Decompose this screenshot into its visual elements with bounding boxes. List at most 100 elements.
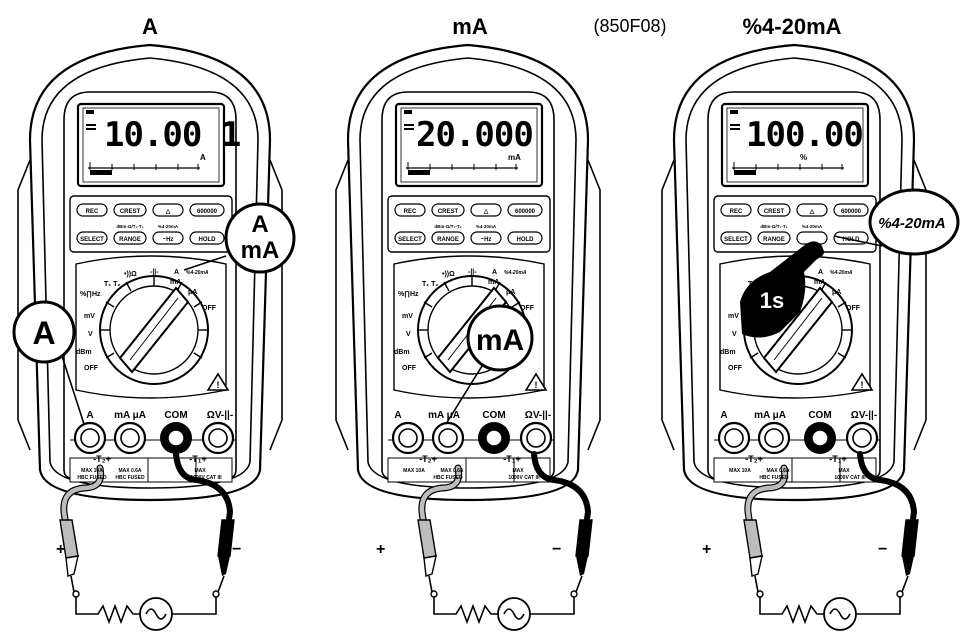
label-max-a: MAX 10A: [81, 468, 103, 474]
hold-button[interactable]: HOLD: [517, 237, 535, 243]
crest-button[interactable]: CREST: [438, 209, 459, 215]
dial-mv: mV: [84, 313, 95, 320]
callout-a-ma: A mA: [183, 202, 296, 274]
dial-v: V: [88, 331, 93, 338]
dial-cap: -||-: [468, 269, 477, 276]
callout-ma-text: mA: [476, 324, 524, 357]
select-button[interactable]: SELECT: [724, 237, 748, 243]
dial-off-right: OFF: [202, 305, 217, 312]
hold-button[interactable]: HOLD: [199, 237, 217, 243]
dial-ma: mA: [488, 279, 499, 286]
small-label-dbm: dBm-Ω/T₁-T₂: [116, 224, 143, 229]
lcd-reading-ma: 20.000: [416, 115, 533, 155]
rec-button[interactable]: REC: [404, 209, 417, 215]
range-button[interactable]: RANGE: [437, 237, 459, 243]
title-pct: %4-20mA: [742, 14, 842, 39]
label-max-com: MAX: [194, 468, 206, 474]
label-cat: 1000V CAT III: [190, 475, 222, 481]
press-duration-label: 1s: [760, 288, 784, 313]
label-t2: -T₂+: [745, 454, 763, 464]
callout-a-ma-top: A: [251, 211, 268, 238]
jack-label-ma: mA μA: [428, 410, 460, 421]
title-a: A: [142, 14, 158, 39]
jack-label-ohm: ΩV-||-: [207, 410, 233, 421]
hz-button[interactable]: ~Hz: [163, 237, 174, 243]
dial-pct: %4-20mA: [504, 270, 527, 276]
dial-a: A: [818, 269, 823, 276]
dial-hz: %∏Hz: [80, 291, 101, 298]
label-max-a: MAX 10A: [729, 468, 751, 474]
plus-mark-a: +: [56, 541, 65, 558]
dial-v: V: [732, 331, 737, 338]
label-hbc-ma: HBC FUSED: [759, 475, 789, 481]
dial-pct: %4-20mA: [830, 270, 853, 276]
dial-ua: μA: [506, 289, 515, 296]
jack-label-ohm: ΩV-||-: [525, 410, 551, 421]
small-label-pct: %4-20mA: [476, 224, 497, 229]
minus-mark-a: −: [232, 541, 241, 558]
dial-a: A: [492, 269, 497, 276]
small-label-dbm: dBm-Ω/T₁-T₂: [434, 224, 461, 229]
press-finger-icon: 1s: [740, 241, 824, 338]
jack-label-ohm: ΩV-||-: [851, 410, 877, 421]
jack-label-a: A: [86, 410, 93, 421]
range600000-button[interactable]: 600000: [197, 209, 218, 215]
range-button[interactable]: RANGE: [763, 237, 785, 243]
range-button[interactable]: RANGE: [119, 237, 141, 243]
label-max-a: MAX 10A: [403, 468, 425, 474]
jack-label-com: COM: [808, 410, 831, 421]
plus-mark-pct: +: [702, 541, 711, 558]
small-label-pct: %4-20mA: [158, 224, 179, 229]
lcd-reading-a: 10.00 1: [104, 115, 240, 155]
dial-labels: T₁ T₂ •))Ω -||- A %4-20mA mA μA OFF %∏Hz…: [76, 269, 861, 372]
jack-labels: A mA μA COM ΩV-||- -T₂+ -T₁+ MAX 10A HBC…: [77, 410, 877, 481]
delta-button[interactable]: △: [483, 208, 489, 215]
delta-button[interactable]: △: [809, 208, 815, 215]
dial-v: V: [406, 331, 411, 338]
dial-dbm: dBm: [394, 349, 410, 356]
rec-button[interactable]: REC: [86, 209, 99, 215]
callout-pct-text: %4-20mA: [878, 215, 946, 232]
range600000-button[interactable]: 600000: [515, 209, 536, 215]
label-max-com: MAX: [512, 468, 524, 474]
crest-button[interactable]: CREST: [764, 209, 785, 215]
minus-mark-pct: −: [878, 541, 887, 558]
crest-button[interactable]: CREST: [120, 209, 141, 215]
dial-t1t2: T₁ T₂: [104, 281, 121, 288]
small-label-dbm: dBm-Ω/T₁-T₂: [760, 224, 787, 229]
dial-off-left: OFF: [728, 365, 743, 372]
title-ma: mA: [452, 14, 488, 39]
dial-hz: %∏Hz: [398, 291, 419, 298]
dial-ma: mA: [170, 279, 181, 286]
callout-pct: %4-20mA: [833, 188, 960, 256]
select-button[interactable]: SELECT: [80, 237, 104, 243]
lcd-unit-a: A: [200, 153, 206, 162]
range600000-button[interactable]: 600000: [841, 209, 862, 215]
jack-label-a: A: [394, 410, 401, 421]
jack-label-com: COM: [482, 410, 505, 421]
figure-code: (850F08): [593, 16, 667, 36]
label-hbc-ma: HBC FUSED: [115, 475, 145, 481]
dial-cap: -||-: [150, 269, 159, 276]
hz-button[interactable]: ~Hz: [481, 237, 492, 243]
lcd-unit-ma: mA: [508, 153, 521, 162]
jack-label-ma: mA μA: [754, 410, 786, 421]
select-button[interactable]: SELECT: [398, 237, 422, 243]
dial-pct: %4-20mA: [186, 270, 209, 276]
plus-mark-ma: +: [376, 541, 385, 558]
dial-dbm: dBm: [720, 349, 736, 356]
polarity-marks: + − + − + −: [56, 541, 887, 558]
label-max-ma: MAX 0.6A: [118, 468, 141, 474]
lcd-unit-pct: %: [800, 153, 807, 162]
label-t2: -T₂+: [93, 454, 111, 464]
dial-dbm: dBm: [76, 349, 92, 356]
dial-ma: mA: [814, 279, 825, 286]
jack-label-a: A: [720, 410, 727, 421]
delta-button[interactable]: △: [165, 208, 171, 215]
label-t1: -T₁+: [503, 454, 520, 464]
rec-button[interactable]: REC: [730, 209, 743, 215]
label-hbc-ma: HBC FUSED: [433, 475, 463, 481]
label-t2: -T₂+: [419, 454, 437, 464]
label-max-ma: MAX 0.6A: [766, 468, 789, 474]
